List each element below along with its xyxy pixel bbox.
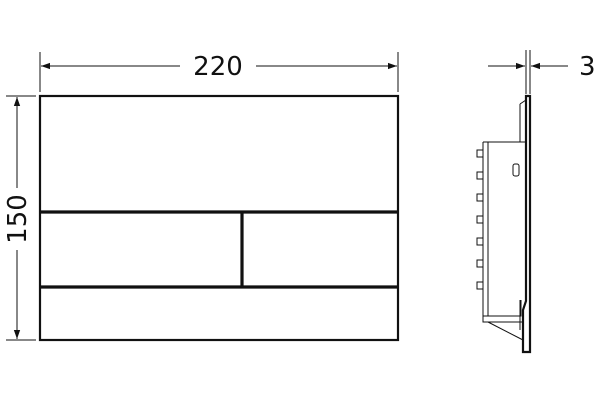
height-dimension: 150 — [3, 95, 36, 341]
front-view — [38, 94, 400, 342]
side-view — [476, 94, 532, 354]
small-flush-button — [243, 213, 397, 286]
side-latch — [512, 163, 520, 177]
width-dimension-label: 220 — [193, 52, 243, 82]
large-flush-button — [41, 213, 241, 286]
front-plate-outline — [38, 94, 400, 342]
width-dimension: 220 — [39, 52, 399, 92]
side-cover-plate — [521, 94, 532, 354]
thickness-dimension: 3 — [488, 50, 596, 94]
side-mounting-frame — [482, 141, 526, 323]
thickness-dimension-label: 3 — [579, 52, 596, 82]
height-dimension-label: 150 — [3, 194, 33, 244]
side-clip-tabs — [476, 149, 484, 290]
